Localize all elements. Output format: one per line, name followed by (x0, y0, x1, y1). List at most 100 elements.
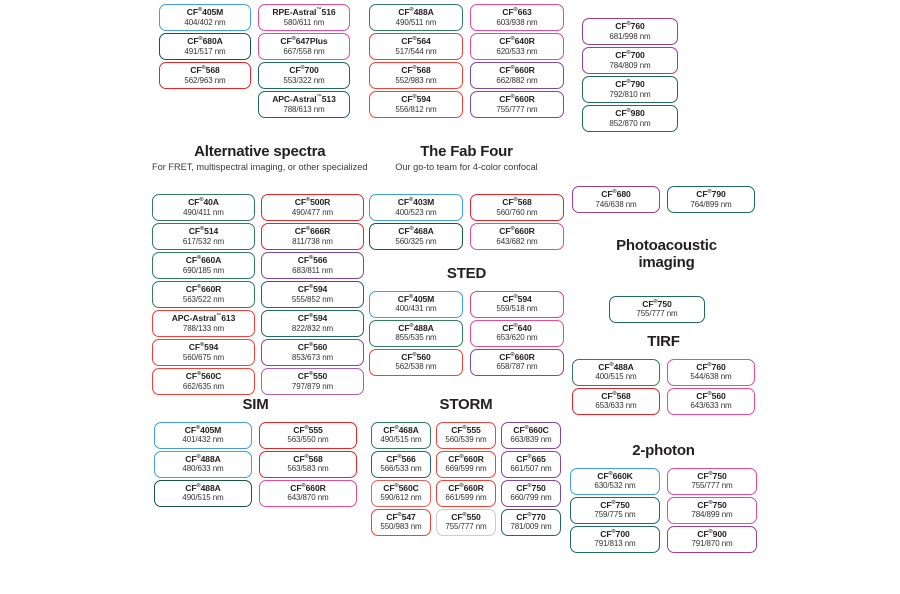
dye-name: CF®594 (401, 94, 431, 104)
dye-name: CF®660R (448, 482, 484, 493)
registered-mark: ® (513, 7, 518, 14)
dye-spectra: 553/322 nm (283, 75, 325, 85)
dye-name: CF®488A (185, 482, 221, 493)
dye-name: CF®700 (289, 65, 319, 75)
registered-mark: ® (309, 255, 314, 262)
registered-mark: ® (708, 470, 713, 477)
registered-mark: ® (200, 342, 205, 349)
dye-name: CF®560 (401, 351, 431, 362)
registered-mark: ® (305, 197, 311, 204)
registered-mark: ® (394, 482, 399, 489)
registered-mark: ® (309, 284, 314, 291)
dye-spectra: 852/870 nm (609, 118, 651, 128)
dye-name: CF®40A (188, 197, 219, 208)
dye-name: CF®770 (516, 511, 546, 522)
registered-mark: ® (198, 7, 203, 14)
dye-spectra: 853/673 nm (291, 352, 334, 362)
dye-spectra: 658/787 nm (496, 362, 538, 372)
